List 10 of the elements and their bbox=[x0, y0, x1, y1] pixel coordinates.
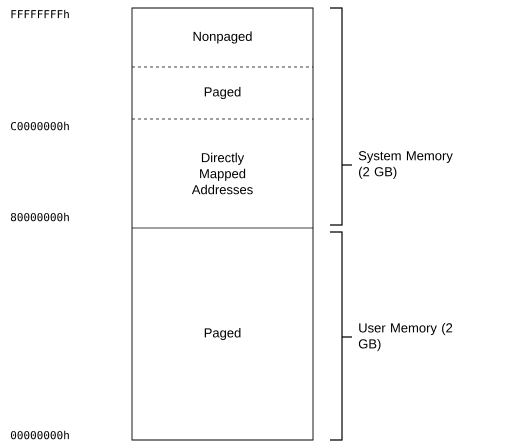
region-label: System Memory (2 GB) bbox=[358, 151, 453, 179]
address-label: 00000000h bbox=[10, 430, 69, 440]
memory-section: Paged bbox=[204, 86, 240, 100]
memory-section: Paged bbox=[204, 328, 240, 340]
address-label: FFFFFFFFh bbox=[11, 10, 69, 18]
address-label: C0000000h bbox=[10, 122, 69, 130]
memory-section: Nonpaged bbox=[194, 31, 252, 44]
region-label: User Memory (2 GB) bbox=[358, 322, 452, 352]
address-label: 80000000h bbox=[10, 212, 69, 222]
memory-section: Directly Mapped Addresses bbox=[192, 152, 253, 194]
